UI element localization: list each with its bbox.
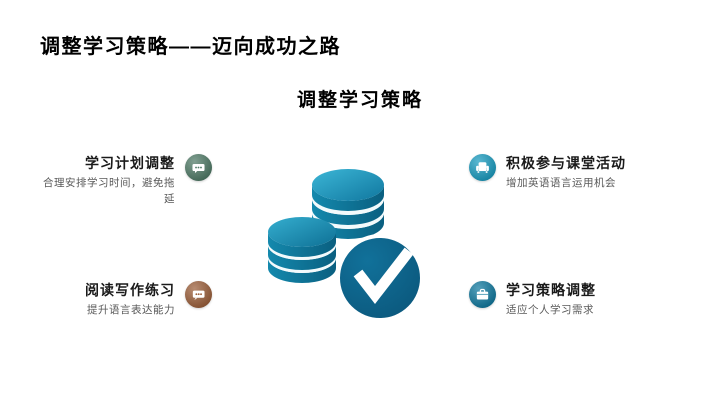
feature-strategy-adjust: 学习策略调整 适应个人学习需求 bbox=[469, 279, 689, 318]
feature-study-plan: 学习计划调整 合理安排学习时间，避免拖延 bbox=[35, 152, 212, 207]
front-coin-stack bbox=[268, 217, 336, 283]
feature-description: 增加英语语言运用机会 bbox=[506, 176, 616, 189]
chat-box-icon bbox=[185, 154, 212, 181]
section-heading: 调整学习策略 bbox=[296, 90, 423, 111]
feature-title: 阅读写作练习 bbox=[85, 282, 175, 298]
armchair-icon bbox=[469, 154, 496, 181]
feature-class-participation: 积极参与课堂活动 增加英语语言运用机会 bbox=[469, 152, 689, 191]
feature-reading-writing: 阅读写作练习 提升语言表达能力 bbox=[35, 279, 212, 318]
checkmark-badge bbox=[336, 234, 424, 322]
briefcase-icon bbox=[469, 281, 496, 308]
feature-description: 适应个人学习需求 bbox=[506, 303, 594, 316]
feature-title: 积极参与课堂活动 bbox=[506, 155, 626, 171]
coin-stacks-checkmark-illustration bbox=[268, 169, 424, 322]
feature-title: 学习计划调整 bbox=[85, 155, 175, 171]
speech-bubble-icon bbox=[185, 281, 212, 308]
feature-description: 合理安排学习时间，避免拖延 bbox=[43, 176, 175, 206]
feature-title: 学习策略调整 bbox=[506, 282, 596, 298]
slide-main-title: 调整学习策略——迈向成功之路 bbox=[40, 36, 341, 58]
feature-description: 提升语言表达能力 bbox=[87, 303, 175, 316]
